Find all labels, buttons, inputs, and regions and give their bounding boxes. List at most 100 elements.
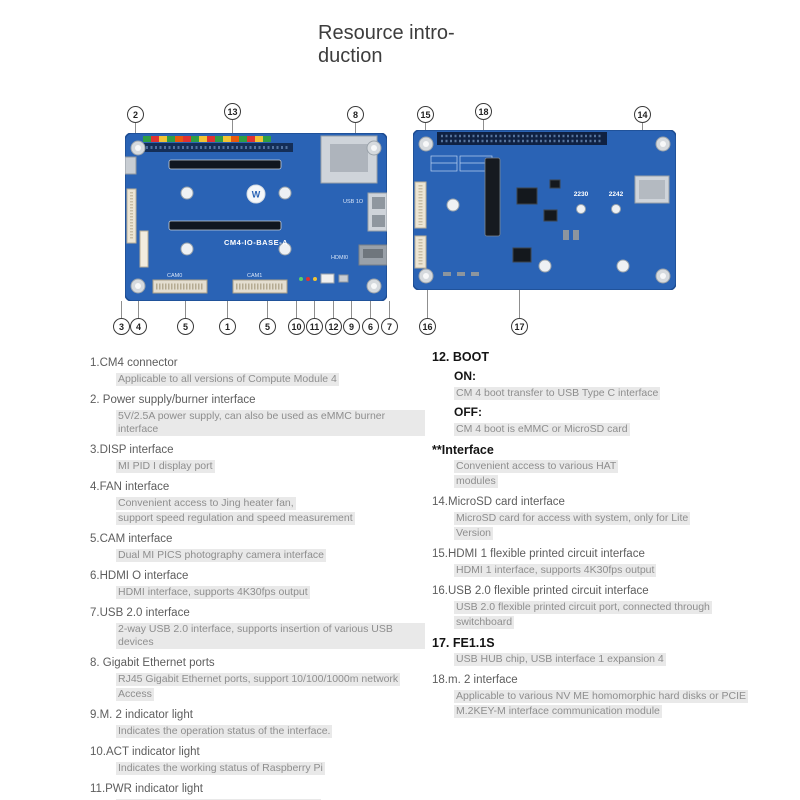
item-desc-line: Indicates the operation status of the in… bbox=[116, 725, 333, 738]
left-column: 1.CM4 connector Applicable to all versio… bbox=[90, 356, 425, 800]
silk-cam0-text: CAM0 bbox=[167, 273, 182, 279]
leader-line bbox=[389, 301, 390, 318]
silk-2242-text: 2242 bbox=[609, 191, 624, 198]
leader-line bbox=[135, 122, 136, 133]
silk-model-text: CM4-IO-BASE-A bbox=[224, 238, 288, 247]
silk-2230-text: 2230 bbox=[574, 191, 589, 198]
small-connector bbox=[338, 274, 349, 283]
callout-12: 12 bbox=[325, 318, 342, 335]
status-leds bbox=[299, 277, 317, 281]
callout-16: 16 bbox=[419, 318, 436, 335]
leader-line bbox=[427, 290, 428, 318]
item-desc-line: USB HUB chip, USB interface 1 expansion … bbox=[454, 653, 666, 666]
item-heading: 18.m. 2 interface bbox=[432, 674, 518, 686]
leader-line bbox=[333, 301, 334, 318]
item-desc-line: switchboard bbox=[454, 616, 515, 629]
page-title-line1: Resource intro- bbox=[318, 22, 455, 44]
item-act-indicator: 10.ACT indicator light Indicates the wor… bbox=[90, 745, 425, 775]
item-heading: 17. FE1.1S bbox=[432, 636, 495, 650]
callout-14: 14 bbox=[634, 106, 651, 123]
item-heading: 2. Power supply/burner interface bbox=[90, 394, 256, 406]
leader-line bbox=[267, 301, 268, 318]
item-desc-line: MI PID I display port bbox=[116, 460, 215, 473]
item-heading: **Interface bbox=[432, 443, 494, 457]
item-desc-line: Indicates the working status of Raspberr… bbox=[116, 762, 325, 775]
gpio-color-strip bbox=[143, 136, 271, 142]
item-fe11s-chip: 17. FE1.1S USB HUB chip, USB interface 1… bbox=[432, 636, 777, 666]
item-desc-line: MicroSD card for access with system, onl… bbox=[454, 512, 691, 525]
item-desc-line: 5V/2.5A power supply, can also be used a… bbox=[116, 410, 425, 436]
ethernet-port bbox=[320, 135, 378, 184]
item-desc-line: Access bbox=[116, 688, 154, 701]
fan-header bbox=[139, 230, 149, 268]
silk-usb-text: USB 1O bbox=[343, 199, 364, 205]
item-boot-switch: 12. BOOT ON: CM 4 boot transfer to USB T… bbox=[432, 350, 777, 436]
item-heading: 4.FAN interface bbox=[90, 481, 170, 493]
item-hdmi1-fpc: 15.HDMI 1 flexible printed circuit inter… bbox=[432, 547, 777, 577]
gpio-header-back bbox=[437, 132, 607, 145]
item-heading: 5.CAM interface bbox=[90, 533, 173, 545]
item-hdmi0-interface: 6.HDMI O interface HDMI interface, suppo… bbox=[90, 569, 425, 599]
cam1-connector bbox=[232, 279, 288, 294]
svg-text:W: W bbox=[252, 190, 261, 200]
standoffs bbox=[180, 186, 292, 256]
callout-8: 8 bbox=[347, 106, 364, 123]
leader-line bbox=[121, 301, 122, 318]
callout-17: 17 bbox=[511, 318, 528, 335]
board-back-figure: 2230 2242 bbox=[412, 129, 677, 291]
mount-holes-back bbox=[418, 136, 671, 284]
item-desc-line: Dual MI PICS photography camera interfac… bbox=[116, 549, 327, 562]
item-cm4-connector: 1.CM4 connector Applicable to all versio… bbox=[90, 356, 425, 386]
item-gigabit-ethernet: 8. Gigabit Ethernet ports RJ45 Gigabit E… bbox=[90, 656, 425, 701]
boot-switch bbox=[320, 273, 335, 284]
item-heading: 15.HDMI 1 flexible printed circuit inter… bbox=[432, 548, 645, 560]
leader-line bbox=[232, 119, 233, 133]
item-desc-line: 2-way USB 2.0 interface, supports insert… bbox=[116, 623, 425, 649]
item-fan-interface: 4.FAN interface Convenient access to Jin… bbox=[90, 480, 425, 525]
waveshare-logo: W bbox=[246, 184, 266, 204]
usb-fpc-connector bbox=[414, 235, 427, 269]
callout-6: 6 bbox=[362, 318, 379, 335]
item-desc-line: CM 4 boot is eMMC or MicroSD card bbox=[454, 423, 630, 436]
callout-18: 18 bbox=[475, 103, 492, 120]
leader-line bbox=[351, 301, 352, 318]
item-heading: 6.HDMI O interface bbox=[90, 570, 189, 582]
cm4-io-base-board-back: 2230 2242 bbox=[412, 129, 677, 291]
silk-cam1-text: CAM1 bbox=[247, 273, 262, 279]
leader-line bbox=[642, 122, 643, 130]
callout-2: 2 bbox=[127, 106, 144, 123]
item-desc-line: USB 2.0 flexible printed circuit port, c… bbox=[454, 601, 712, 614]
item-heading: 8. Gigabit Ethernet ports bbox=[90, 657, 215, 669]
item-desc-line: HDMI interface, supports 4K30fps output bbox=[116, 586, 310, 599]
standoffs-back bbox=[446, 198, 630, 273]
page-title: Resource intro- duction bbox=[318, 22, 455, 68]
item-desc-line: M.2KEY-M interface communication module bbox=[454, 705, 662, 718]
callout-9: 9 bbox=[343, 318, 360, 335]
leader-line bbox=[227, 301, 228, 318]
item-hat-interface: **Interface Convenient access to various… bbox=[432, 443, 777, 488]
callout-13: 13 bbox=[224, 103, 241, 120]
cam0-connector bbox=[152, 279, 208, 294]
boot-off-label: OFF: bbox=[454, 405, 482, 419]
leader-line bbox=[296, 301, 297, 318]
leader-line bbox=[519, 290, 520, 318]
item-desc-line: HDMI 1 interface, supports 4K30fps outpu… bbox=[454, 564, 657, 577]
leader-line bbox=[138, 301, 139, 318]
item-heading: 3.DISP interface bbox=[90, 444, 174, 456]
fe11s-chip bbox=[512, 247, 532, 263]
leader-line bbox=[370, 301, 371, 318]
disp-connector bbox=[126, 188, 137, 244]
item-desc-line: support speed regulation and speed measu… bbox=[116, 512, 355, 525]
item-usb2-interface: 7.USB 2.0 interface 2-way USB 2.0 interf… bbox=[90, 606, 425, 649]
usb-ports bbox=[367, 192, 388, 232]
hdmi-port bbox=[358, 244, 388, 266]
leader-line bbox=[314, 301, 315, 318]
leader-line bbox=[483, 119, 484, 130]
power-micro-usb bbox=[124, 156, 137, 175]
item-disp-interface: 3.DISP interface MI PID I display port bbox=[90, 443, 425, 473]
item-microsd-interface: 14.MicroSD card interface MicroSD card f… bbox=[432, 495, 777, 540]
passives bbox=[443, 230, 579, 276]
leader-line bbox=[425, 122, 426, 130]
item-heading: 1.CM4 connector bbox=[90, 357, 178, 369]
